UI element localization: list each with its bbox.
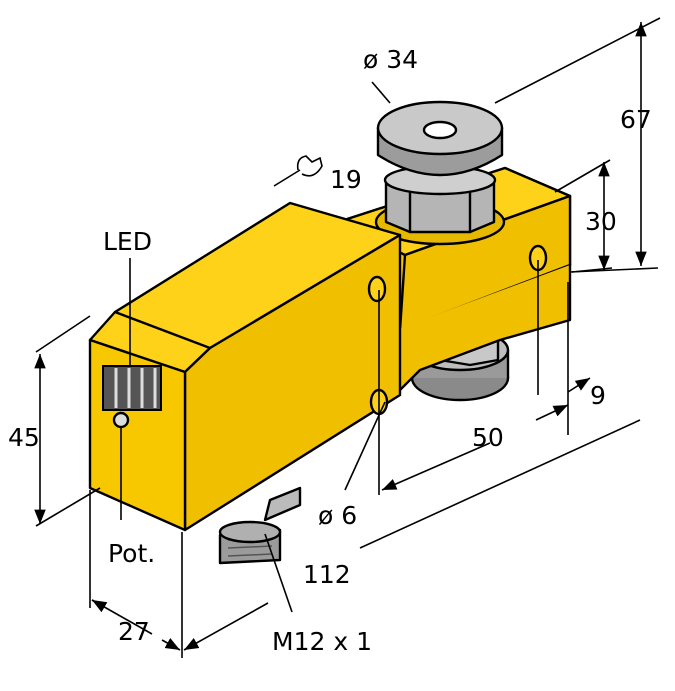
length-112-label: 112 — [303, 560, 351, 589]
width-27-label: 27 — [118, 617, 150, 646]
height-67-label: 67 — [620, 105, 652, 134]
height-30-label: 30 — [585, 207, 617, 236]
thread-label: M12 x 1 — [272, 627, 372, 656]
diameter-34-label: ø 34 — [363, 45, 418, 74]
top-cap — [376, 100, 504, 177]
wrench-size-label: 19 — [330, 165, 362, 194]
potentiometer — [112, 411, 130, 429]
pot-label: Pot. — [108, 539, 155, 568]
dimension-lines — [34, 17, 661, 658]
height-45-label: 45 — [8, 423, 40, 452]
top-nut — [374, 164, 506, 246]
spacing-50-label: 50 — [472, 423, 504, 452]
sensor-housing — [88, 201, 402, 532]
led-label: LED — [103, 227, 152, 256]
offset-9-label: 9 — [590, 381, 606, 410]
wrench-icon — [273, 155, 323, 187]
hole-diameter-label: ø 6 — [318, 501, 357, 530]
m12-connector — [218, 486, 302, 565]
led-window — [102, 365, 162, 411]
